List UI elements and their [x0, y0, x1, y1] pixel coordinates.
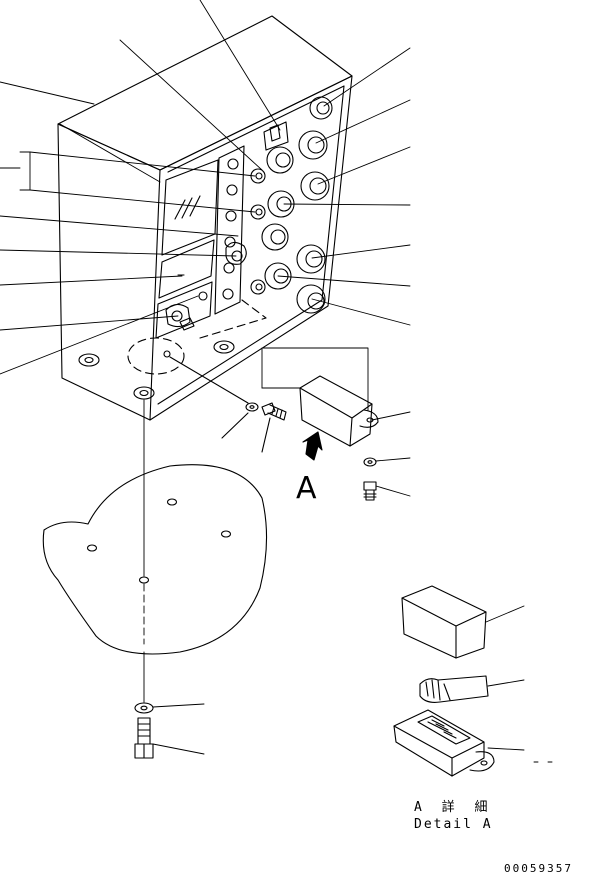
detail-a-relay-element	[419, 675, 525, 703]
detail-title-en: Detail A	[414, 817, 493, 832]
fuse-strip	[198, 145, 245, 315]
detail-a-relay-cover	[401, 585, 525, 659]
mounting-bosses	[78, 340, 235, 400]
fuse-box	[57, 15, 353, 421]
detail-a-relay-base	[393, 709, 553, 777]
lower-connectors	[163, 303, 195, 358]
inspection-window	[155, 159, 219, 339]
mounting-plate	[42, 464, 268, 655]
hidden-outline	[127, 299, 267, 375]
relay-washer-bolt	[363, 457, 411, 501]
long-bolt	[134, 702, 205, 759]
drawing-number: 00059357	[504, 862, 573, 875]
view-a-marker: A	[296, 471, 317, 506]
view-arrow-icon	[302, 431, 323, 461]
leader-lines	[0, 0, 411, 375]
relay-unit	[261, 347, 411, 447]
detail-title-jp: A 詳 細	[414, 800, 494, 815]
screw-and-washer	[169, 356, 287, 453]
